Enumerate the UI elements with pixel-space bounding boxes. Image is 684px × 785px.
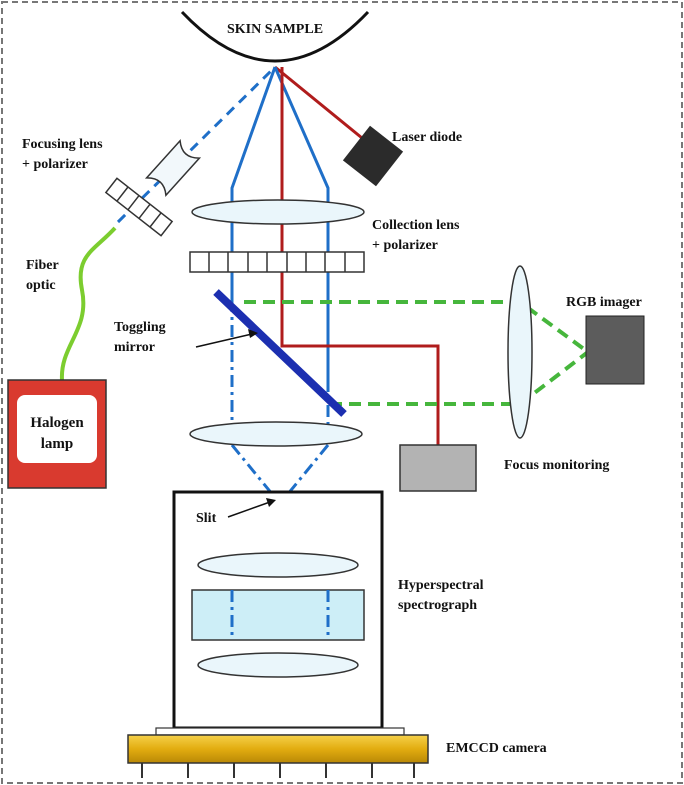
illumination-beam [116,65,277,224]
spectrograph-lens-top [197,552,359,578]
relay-lens [189,421,363,447]
rgb-lens [507,265,533,439]
label-skin-sample: SKIN SAMPLE [227,22,323,37]
skin-sample-surface [180,10,370,63]
label-fiber-2: optic [26,278,56,293]
label-halogen-1: Halogen [30,415,84,431]
rgb-beam-lower [330,350,590,406]
emccd-camera [127,727,429,778]
laser-diode-box [342,125,404,187]
label-collection-lens-2: + polarizer [372,238,438,253]
label-fiber-1: Fiber [26,258,59,273]
dispersive-element [191,589,365,641]
label-emccd-camera: EMCCD camera [446,741,547,756]
focusing-polarizer [104,177,174,237]
collection-lens [191,199,365,225]
label-toggling-1: Toggling [114,320,166,335]
halogen-lamp-box [7,379,107,489]
label-hyperspectral-1: Hyperspectral [398,578,484,593]
label-collection-lens-1: Collection lens [372,218,460,233]
label-focusing-lens-1: Focusing lens [22,137,103,152]
collection-beam-right [273,66,330,380]
label-laser-diode: Laser diode [392,130,462,145]
label-focusing-lens-2: + polarizer [22,157,88,172]
spectrograph-lens-bottom [197,652,359,678]
rgb-imager-box [585,315,645,385]
collection-polarizer [189,251,365,273]
focus-monitoring-box [399,444,477,492]
label-slit: Slit [196,511,217,526]
mirror-pointer-arrow [195,329,258,348]
label-toggling-2: mirror [114,340,155,355]
laser-beam-to-diode [274,65,363,140]
slit-pointer-arrow [227,498,276,518]
label-rgb-imager: RGB imager [566,295,642,310]
focusing-lens [144,138,202,198]
toggling-mirror [213,289,347,417]
fiber-optic-cable [59,226,117,381]
label-focus-monitoring: Focus monitoring [504,458,609,473]
label-halogen-2: lamp [41,436,74,452]
label-hyperspectral-2: spectrograph [398,598,477,613]
